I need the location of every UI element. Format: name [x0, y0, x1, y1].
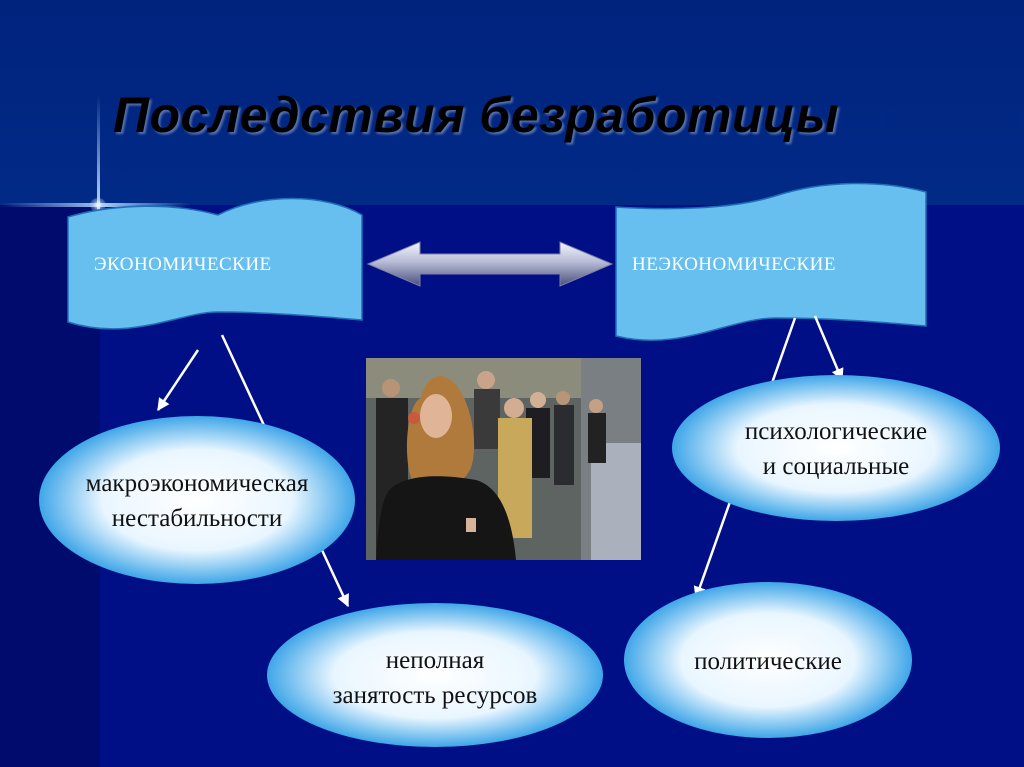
slide-header-background — [0, 0, 1024, 205]
crowd-photo — [366, 358, 641, 560]
oval-psych-social-line1: психологические — [744, 418, 928, 445]
oval-macro-line2: нестабильности — [111, 505, 283, 532]
oval-psych-social — [672, 375, 1000, 521]
oval-political-line1: политические — [694, 648, 842, 675]
banner-economic-shape — [67, 197, 363, 330]
oval-political — [624, 582, 912, 738]
arrow-non-economic-to-psych — [813, 315, 844, 382]
double-arrow — [366, 241, 614, 287]
oval-psych-social-line2: и социальные — [762, 453, 910, 480]
oval-underemployment — [267, 603, 603, 747]
oval-political-label: политические — [624, 644, 912, 679]
oval-psych-social-label: психологические и социальные — [672, 414, 1000, 484]
slide-title: Последствия безработицы — [113, 87, 840, 143]
light-flare-center — [90, 198, 106, 212]
banner-non-economic-shape — [615, 182, 927, 341]
oval-macro-label: макроэкономическая нестабильности — [40, 466, 354, 536]
oval-underemployment-label: неполная занятость ресурсов — [267, 643, 603, 713]
oval-macro — [39, 416, 355, 584]
banner-non-economic-label: НЕЭКОНОМИЧЕСКИЕ — [632, 254, 836, 275]
oval-underemployment-line2: занятость ресурсов — [332, 682, 538, 709]
oval-macro-line1: макроэкономическая — [85, 470, 309, 497]
oval-underemployment-line1: неполная — [385, 647, 485, 674]
arrow-economic-to-macro — [156, 349, 200, 412]
banner-economic-label: ЭКОНОМИЧЕСКИЕ — [94, 254, 272, 275]
